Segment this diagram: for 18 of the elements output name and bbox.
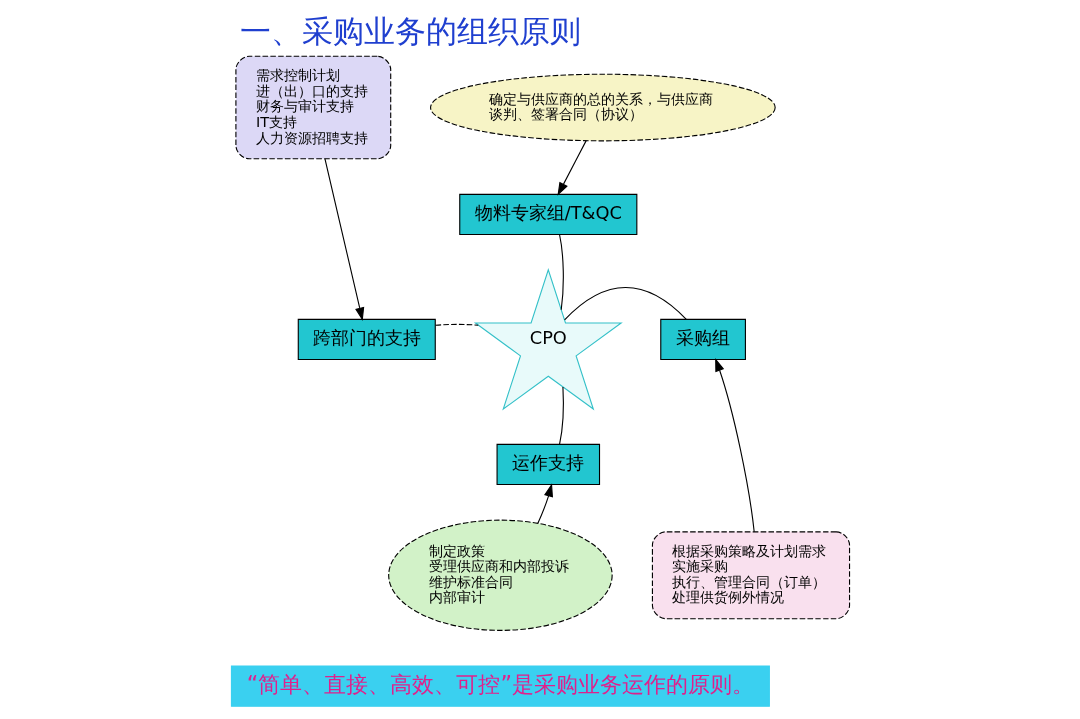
connector: [558, 234, 564, 311]
node-box: 跨部门的支持: [297, 318, 436, 361]
node-box: 采购组: [659, 318, 746, 361]
arrow: [556, 140, 587, 196]
arrow: [536, 483, 553, 524]
connector: [434, 323, 479, 326]
node-box: 运作支持: [496, 443, 600, 486]
diagram-title: 一、采购业务的组织原则: [239, 13, 581, 50]
connector: [558, 386, 564, 445]
node-ellipse: 制定政策 受理供应商和内部投诉 维护标准合同 内部审计: [387, 519, 613, 631]
node-ellipse: 确定与供应商的总的关系，与供应商谈判、签署合同（协议）: [429, 73, 776, 142]
connector: [563, 286, 687, 321]
node-box: 需求控制计划 进（出）口的支持 财务与审计支持 IT支持 人力资源招聘支持: [234, 55, 391, 160]
label: “简单、直接、高效、可控”是采购业务运作的原则。: [246, 670, 754, 697]
arrow: [714, 358, 755, 533]
node-box: 物料专家组/T&QC: [458, 193, 637, 236]
node-box: 根据采购策略及计划需求实施采购 执行、管理合同（订单） 处理供货例外情况: [651, 531, 850, 620]
arrow: [323, 158, 364, 321]
